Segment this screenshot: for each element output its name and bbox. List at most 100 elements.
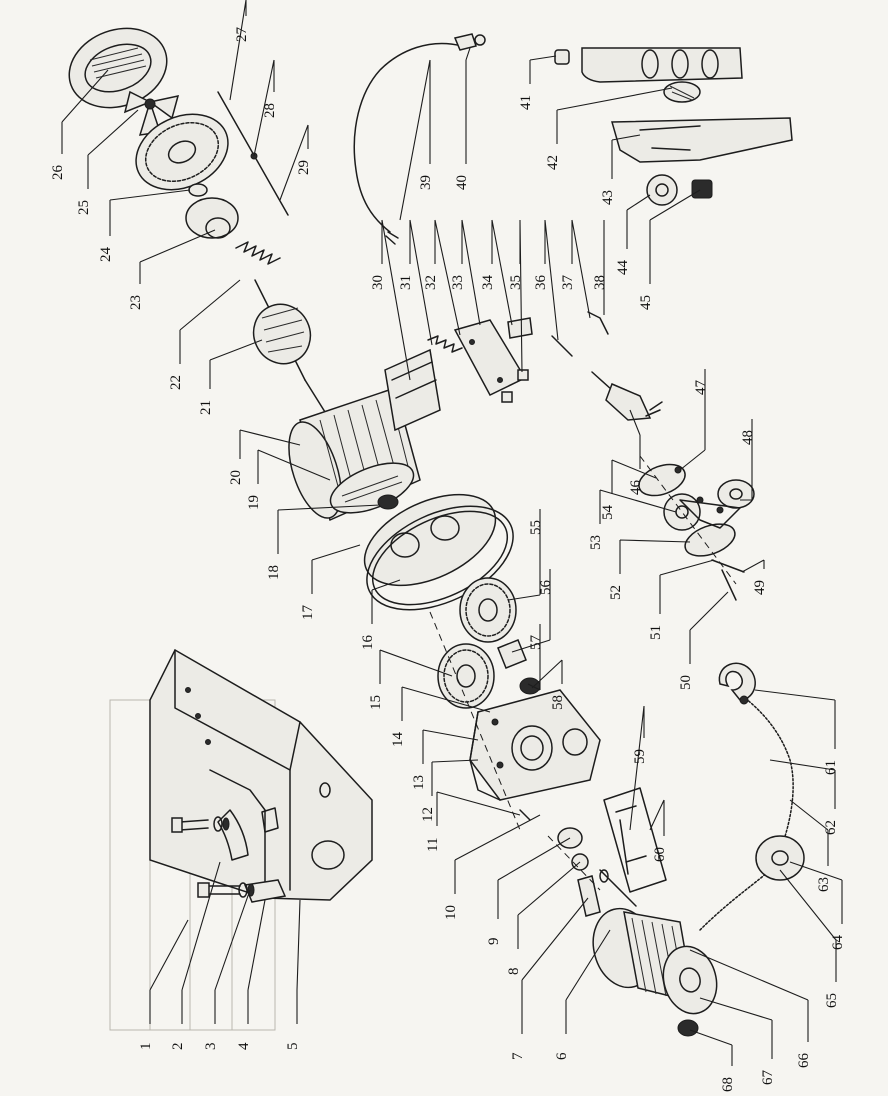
part-number-54: 54 <box>600 505 616 521</box>
leader-line-33 <box>461 219 481 326</box>
leader-line-44 <box>626 194 651 249</box>
part-number-16: 16 <box>360 635 376 651</box>
part-number-6: 6 <box>554 1052 570 1060</box>
leader-line-4 <box>247 899 266 1024</box>
leader-line-42 <box>556 87 673 144</box>
gear-housing <box>469 689 601 801</box>
leader-line-36 <box>544 219 559 341</box>
leader-line-31 <box>409 219 433 346</box>
leader-line-55 <box>507 509 541 601</box>
part-number-5: 5 <box>285 1043 301 1051</box>
leader-line-67 <box>699 997 773 1059</box>
part-number-62: 62 <box>823 820 839 835</box>
motor-stator <box>288 387 421 522</box>
part-number-22: 22 <box>168 375 184 390</box>
leader-line-1 <box>149 919 189 1024</box>
leader-line-65 <box>779 869 837 982</box>
part-number-43: 43 <box>600 190 616 205</box>
part-number-50: 50 <box>678 675 694 690</box>
part-number-46: 46 <box>628 480 644 496</box>
power-plug <box>591 371 663 421</box>
part-number-14: 14 <box>390 732 406 748</box>
pulley-block <box>638 463 755 601</box>
leader-line-16 <box>371 579 401 624</box>
part-number-26: 26 <box>50 165 66 181</box>
part-number-53: 53 <box>588 535 604 550</box>
leader-line-68 <box>689 1029 733 1066</box>
part-number-15: 15 <box>368 695 384 710</box>
part-number-45: 45 <box>638 295 654 310</box>
part-number-67: 67 <box>760 1070 776 1086</box>
part-number-7: 7 <box>510 1052 526 1060</box>
pendant <box>554 47 793 206</box>
leader-line-58 <box>531 659 563 689</box>
leader-line-21 <box>209 339 263 389</box>
part-number-56: 56 <box>538 580 554 596</box>
part-number-30: 30 <box>370 275 386 290</box>
leader-line-8 <box>517 861 581 949</box>
part-number-64: 64 <box>830 935 846 951</box>
part-number-32: 32 <box>423 275 439 290</box>
part-number-51: 51 <box>648 625 664 640</box>
bracket-plate <box>243 807 287 903</box>
terminal-box <box>384 317 533 432</box>
leader-line-19 <box>257 449 331 484</box>
part-number-31: 31 <box>398 275 414 290</box>
part-number-37: 37 <box>560 275 576 291</box>
part-number-20: 20 <box>228 470 244 485</box>
part-number-39: 39 <box>418 175 434 190</box>
leader-line-25 <box>87 109 139 189</box>
hook <box>718 662 756 705</box>
part-number-59: 59 <box>632 749 648 764</box>
leader-line-51 <box>659 559 715 614</box>
part-number-33: 33 <box>450 275 466 290</box>
gear-ring <box>135 113 229 191</box>
part-number-10: 10 <box>443 905 459 920</box>
leader-line-45 <box>649 189 701 284</box>
wire-rope <box>699 697 794 931</box>
leader-line-40 <box>465 47 471 164</box>
gasket <box>366 505 514 611</box>
leader-line-23 <box>139 229 216 284</box>
leader-line-48 <box>740 419 753 501</box>
leader-line-20 <box>239 429 301 459</box>
leader-line-26 <box>61 69 109 154</box>
leader-line-27 <box>229 0 247 101</box>
fan-cover <box>68 27 168 109</box>
leader-line-32 <box>434 219 461 336</box>
part-number-40: 40 <box>454 175 470 190</box>
part-number-21: 21 <box>198 400 214 415</box>
limit-plate <box>603 787 667 893</box>
rotor <box>252 279 331 421</box>
part-number-42: 42 <box>545 155 561 170</box>
leader-line-56 <box>511 569 551 653</box>
part-number-55: 55 <box>528 520 544 535</box>
leader-line-64 <box>789 861 843 924</box>
part-number-24: 24 <box>98 247 114 263</box>
leader-line-47 <box>679 369 706 471</box>
drum <box>592 907 718 1037</box>
part-number-27: 27 <box>234 27 250 43</box>
leader-line-41 <box>529 55 557 84</box>
part-number-1: 1 <box>138 1043 154 1051</box>
gear <box>437 643 495 709</box>
end-cap <box>185 183 239 239</box>
mounting-frame <box>149 648 373 901</box>
part-number-65: 65 <box>824 993 840 1008</box>
part-number-9: 9 <box>486 938 502 946</box>
part-number-60: 60 <box>652 847 668 862</box>
screw <box>519 809 531 821</box>
leader-line-2 <box>181 861 221 1024</box>
leader-line-9 <box>497 837 571 919</box>
part-number-18: 18 <box>266 565 282 580</box>
leader-line-60 <box>649 799 665 836</box>
control-cable <box>353 33 486 245</box>
weight-ball <box>755 835 805 881</box>
leader-line-18 <box>277 504 381 554</box>
part-number-34: 34 <box>480 275 496 291</box>
leader-line-24 <box>109 189 191 236</box>
part-number-48: 48 <box>740 430 756 445</box>
leader-line-63 <box>789 799 829 866</box>
